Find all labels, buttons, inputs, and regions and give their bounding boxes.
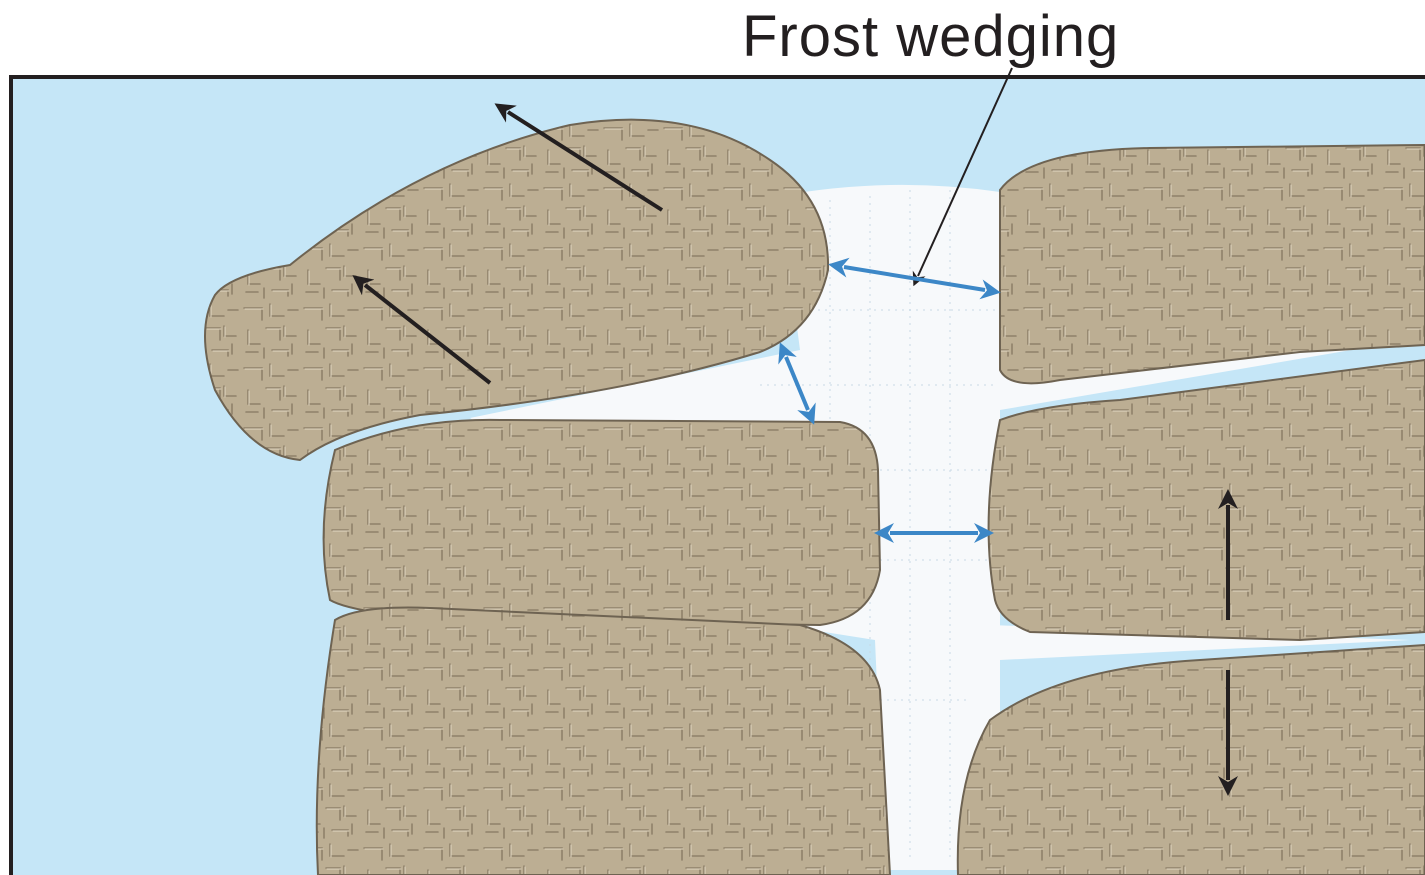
- rock-block-bottom-left: [317, 608, 890, 875]
- rock-block-middle-left: [324, 420, 880, 625]
- rock-block-top-right: [1000, 145, 1425, 383]
- rock-blocks: [205, 120, 1425, 875]
